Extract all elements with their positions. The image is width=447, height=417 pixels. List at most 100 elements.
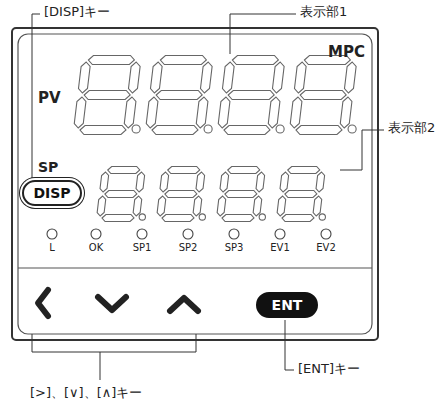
down-key	[98, 297, 126, 310]
digit-segment	[268, 97, 280, 128]
digit-segment	[225, 191, 257, 198]
led-lamp	[91, 229, 101, 239]
digit-segment	[253, 196, 262, 216]
bracket-arrow-keys	[32, 334, 196, 352]
digit-dot	[276, 125, 284, 133]
leader-lines	[32, 14, 384, 380]
digit-dot	[132, 125, 140, 133]
led-lamp	[275, 229, 285, 239]
digit-segment	[128, 62, 140, 93]
callout-label: 表示部2	[388, 121, 435, 135]
digit-segment	[100, 172, 109, 192]
digit-segment	[160, 56, 206, 65]
digit-segment	[290, 97, 302, 128]
led-lamp	[137, 229, 147, 239]
digit-dot	[139, 214, 145, 220]
digit-segment	[108, 167, 140, 174]
up-key	[170, 298, 198, 311]
panel-inner	[18, 34, 372, 334]
digit-segment	[228, 91, 274, 100]
disp-key: DISP	[22, 180, 82, 206]
brand-mark: MPC	[328, 44, 365, 61]
led-label: SP1	[133, 242, 152, 253]
callout-label: [>]、[∨]、[∧]キー	[30, 386, 142, 400]
ent-key: ENT	[256, 292, 318, 318]
digit-segment	[80, 126, 126, 135]
callout-label: [DISP]キー	[44, 5, 110, 19]
digit-segment	[200, 62, 212, 93]
digit-segment	[282, 215, 314, 222]
digit-segment	[222, 215, 254, 222]
left-key	[38, 290, 48, 316]
digit-dot	[199, 214, 205, 220]
digit-dot	[204, 125, 212, 133]
panel-label: SP	[38, 160, 58, 175]
digit-segment	[277, 196, 286, 216]
led-label: SP3	[225, 242, 244, 253]
panel-divider	[18, 267, 372, 268]
digit-segment	[256, 172, 265, 192]
digit-dot	[348, 125, 356, 133]
led-lamps	[47, 229, 331, 239]
digit-segment	[88, 56, 134, 65]
digit-segment	[196, 97, 208, 128]
digit-segment	[133, 196, 142, 216]
digit-segment	[313, 196, 322, 216]
digit-segment	[296, 126, 342, 135]
leader-ent	[285, 320, 294, 370]
digit-segment	[340, 97, 352, 128]
digit-segment	[300, 91, 346, 100]
digit-segment	[220, 172, 229, 192]
arrow-keys	[38, 290, 198, 316]
led-lamp	[183, 229, 193, 239]
digit-segment	[74, 97, 86, 128]
digit-segment	[162, 215, 194, 222]
callout-label: 表示部1	[300, 5, 347, 19]
digit-dot	[319, 214, 325, 220]
leader-display2	[340, 130, 384, 170]
led-lamp	[321, 229, 331, 239]
digit-segment	[136, 172, 145, 192]
digit-segment	[288, 167, 320, 174]
digit-segment	[272, 62, 284, 93]
digit-dot	[259, 214, 265, 220]
led-label: OK	[89, 242, 103, 253]
digit-segment	[124, 97, 136, 128]
digit-segment	[228, 167, 260, 174]
digit-segment	[84, 91, 130, 100]
panel-label: PV	[38, 90, 61, 107]
digit-segment	[222, 62, 234, 93]
digit-segment	[285, 191, 317, 198]
digit-segment	[160, 172, 169, 192]
led-label: EV2	[316, 242, 336, 253]
key-label: DISP	[33, 186, 70, 200]
digit-segment	[150, 62, 162, 93]
led-label: EV1	[270, 242, 290, 253]
digit-segment	[165, 191, 197, 198]
digit-segment	[193, 196, 202, 216]
panel-outer	[12, 28, 378, 340]
digit-segment	[102, 215, 134, 222]
leader-arrow-keys	[100, 352, 101, 380]
digit-segment	[217, 196, 226, 216]
digit-segment	[146, 97, 158, 128]
digit-segment	[316, 172, 325, 192]
seven-segment-displays	[74, 56, 356, 222]
digit-segment	[232, 56, 278, 65]
led-label: SP2	[179, 242, 198, 253]
led-label: L	[49, 242, 55, 253]
digit-segment	[224, 126, 270, 135]
key-label: ENT	[272, 298, 303, 312]
digit-segment	[78, 62, 90, 93]
digit-segment	[156, 91, 202, 100]
digit-segment	[196, 172, 205, 192]
led-lamp	[229, 229, 239, 239]
digit-segment	[168, 167, 200, 174]
digit-segment	[218, 97, 230, 128]
digit-segment	[344, 62, 356, 93]
callout-label: [ENT]キー	[298, 362, 360, 376]
led-lamp	[47, 229, 57, 239]
digit-segment	[157, 196, 166, 216]
digit-segment	[97, 196, 106, 216]
